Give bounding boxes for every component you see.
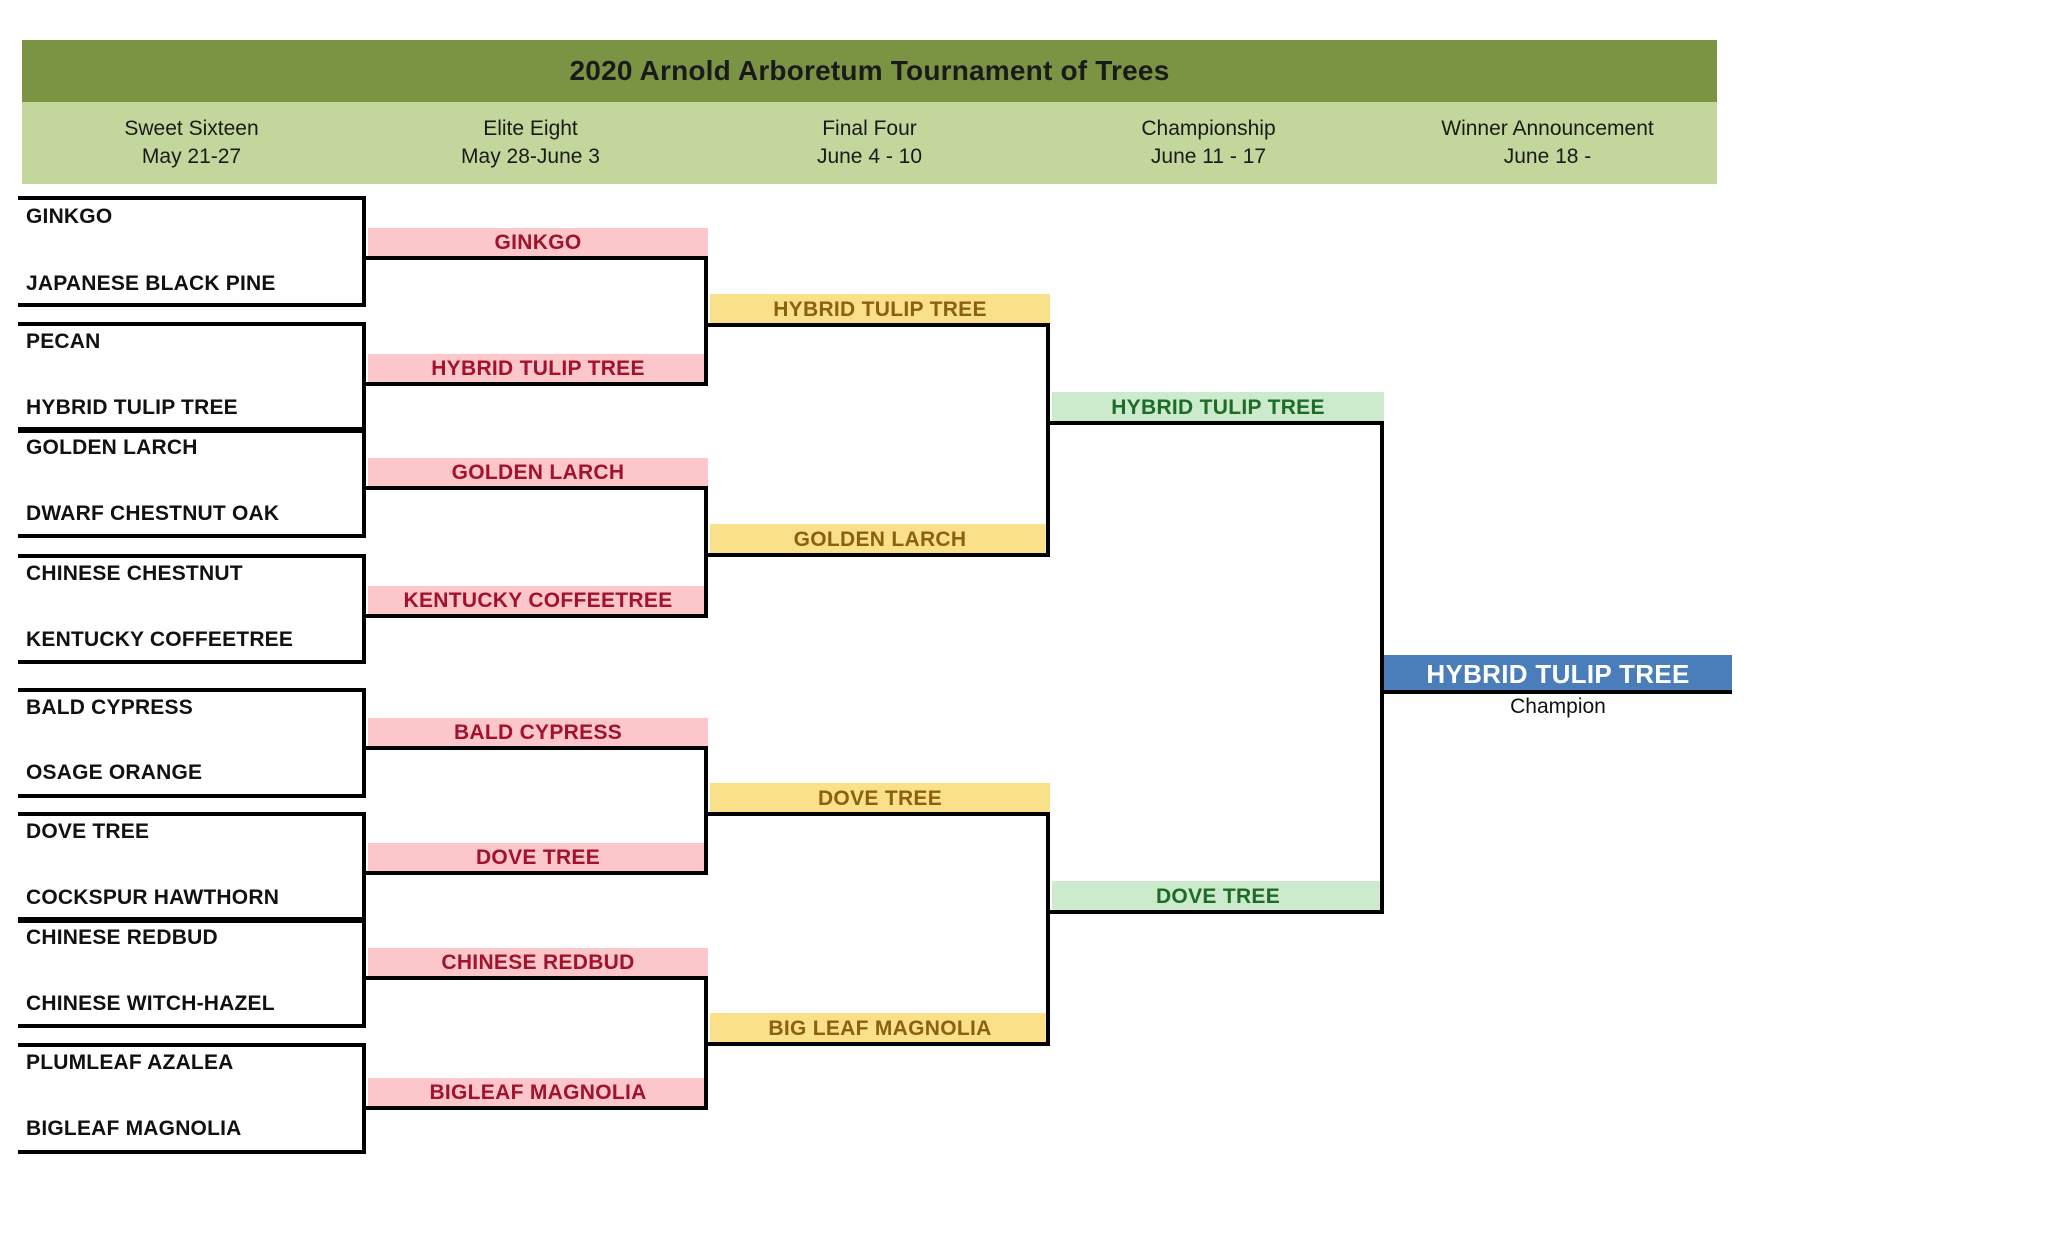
bracket-connector: [362, 554, 366, 664]
bracket-line: [366, 976, 708, 980]
bracket-connector: [362, 196, 366, 307]
bracket-line: [366, 486, 708, 490]
bracket-line: [18, 303, 366, 307]
round-header-bar: Sweet Sixteen May 21-27 Elite Eight May …: [22, 102, 1717, 184]
bracket-connector: [362, 1043, 366, 1154]
round-header-sweet-sixteen: Sweet Sixteen May 21-27: [22, 115, 361, 172]
bracket-line: [366, 1106, 708, 1110]
seed-label: OSAGE ORANGE: [26, 761, 203, 784]
seed-label: HYBRID TULIP TREE: [26, 396, 238, 419]
page-title: 2020 Arnold Arboretum Tournament of Tree…: [569, 55, 1170, 86]
seed-label: DOVE TREE: [26, 820, 150, 843]
bracket-line: [18, 917, 366, 921]
seed-label: KENTUCKY COFFEETREE: [26, 628, 294, 651]
championship-winner-bar: HYBRID TULIP TREE: [1052, 392, 1384, 423]
elite-eight-winner-bar: GOLDEN LARCH: [368, 458, 708, 488]
bracket-connector: [704, 746, 708, 875]
seed-label: GOLDEN LARCH: [26, 436, 198, 459]
bracket-connector: [704, 976, 708, 1110]
round-header-final-four: Final Four June 4 - 10: [700, 115, 1039, 172]
elite-eight-winner-bar: BALD CYPRESS: [368, 718, 708, 748]
final-four-winner-bar: GOLDEN LARCH: [710, 524, 1050, 555]
seed-label: COCKSPUR HAWTHORN: [26, 886, 280, 909]
bracket-line: [708, 812, 1050, 816]
bracket-line: [708, 323, 1050, 327]
bracket-connector: [362, 688, 366, 798]
bracket-line: [18, 1043, 366, 1047]
bracket-line: [366, 871, 708, 875]
seed-label: DWARF CHESTNUT OAK: [26, 502, 280, 525]
bracket-line: [1380, 690, 1732, 694]
bracket-connector: [1046, 812, 1050, 1044]
bracket-line: [18, 1024, 366, 1028]
seed-label: CHINESE CHESTNUT: [26, 562, 243, 585]
champion-banner: HYBRID TULIP TREE: [1384, 655, 1732, 693]
bracket-connector: [704, 256, 708, 386]
round-dates: May 21-27: [141, 145, 242, 168]
bracket-line: [18, 429, 366, 433]
bracket-connector: [362, 427, 366, 538]
seed-label: PLUMLEAF AZALEA: [26, 1051, 234, 1074]
elite-eight-winner-bar: HYBRID TULIP TREE: [368, 354, 708, 384]
bracket-line: [366, 382, 708, 386]
bracket-line: [1048, 910, 1384, 914]
bracket-line: [18, 812, 366, 816]
round-name: Sweet Sixteen: [124, 116, 259, 140]
round-header-championship: Championship June 11 - 17: [1039, 115, 1378, 172]
elite-eight-winner-bar: GINKGO: [368, 228, 708, 258]
bracket-line: [18, 196, 366, 200]
seed-label: BALD CYPRESS: [26, 696, 193, 719]
bracket-line: [18, 534, 366, 538]
round-name: Final Four: [822, 116, 917, 140]
round-dates: June 18 -: [1503, 145, 1592, 168]
seed-label: GINKGO: [26, 205, 113, 228]
final-four-winner-bar: HYBRID TULIP TREE: [710, 294, 1050, 325]
championship-winner-bar: DOVE TREE: [1052, 881, 1384, 912]
elite-eight-winner-bar: CHINESE REDBUD: [368, 948, 708, 978]
seed-label: CHINESE REDBUD: [26, 926, 218, 949]
bracket-line: [366, 746, 708, 750]
bracket-line: [18, 1150, 366, 1154]
seed-label: CHINESE WITCH-HAZEL: [26, 992, 275, 1015]
elite-eight-winner-bar: BIGLEAF MAGNOLIA: [368, 1078, 708, 1108]
final-four-winner-bar: DOVE TREE: [710, 783, 1050, 814]
bracket-connector: [704, 486, 708, 618]
seed-label: PECAN: [26, 330, 101, 353]
elite-eight-winner-bar: KENTUCKY COFFEETREE: [368, 586, 708, 616]
bracket-connector: [1380, 421, 1384, 914]
bracket-line: [18, 660, 366, 664]
elite-eight-winner-bar: DOVE TREE: [368, 843, 708, 873]
bracket-connector: [1046, 323, 1050, 555]
champion-caption: Champion: [1510, 695, 1606, 718]
round-dates: May 28-June 3: [461, 145, 600, 168]
bracket-line: [18, 427, 366, 431]
bracket-connector: [362, 812, 366, 923]
round-name: Elite Eight: [483, 116, 578, 140]
bracket-line: [18, 794, 366, 798]
round-dates: June 4 - 10: [816, 145, 923, 168]
round-dates: June 11 - 17: [1150, 145, 1267, 168]
round-name: Winner Announcement: [1441, 116, 1654, 140]
tournament-title-bar: 2020 Arnold Arboretum Tournament of Tree…: [22, 40, 1717, 102]
bracket-line: [708, 1042, 1050, 1046]
bracket-line: [1048, 421, 1384, 425]
bracket-connector: [362, 917, 366, 1028]
bracket-connector: [362, 322, 366, 433]
seed-label: BIGLEAF MAGNOLIA: [26, 1117, 242, 1140]
round-header-elite-eight: Elite Eight May 28-June 3: [361, 115, 700, 172]
bracket-line: [18, 554, 366, 558]
bracket-line: [18, 919, 366, 923]
bracket-line: [708, 553, 1050, 557]
bracket-line: [366, 256, 708, 260]
final-four-winner-bar: BIG LEAF MAGNOLIA: [710, 1013, 1050, 1044]
bracket-line: [18, 322, 366, 326]
bracket-line: [366, 614, 708, 618]
round-name: Championship: [1141, 116, 1276, 140]
bracket-line: [18, 688, 366, 692]
seed-label: JAPANESE BLACK PINE: [26, 272, 276, 295]
round-header-winner-announcement: Winner Announcement June 18 -: [1378, 115, 1717, 172]
